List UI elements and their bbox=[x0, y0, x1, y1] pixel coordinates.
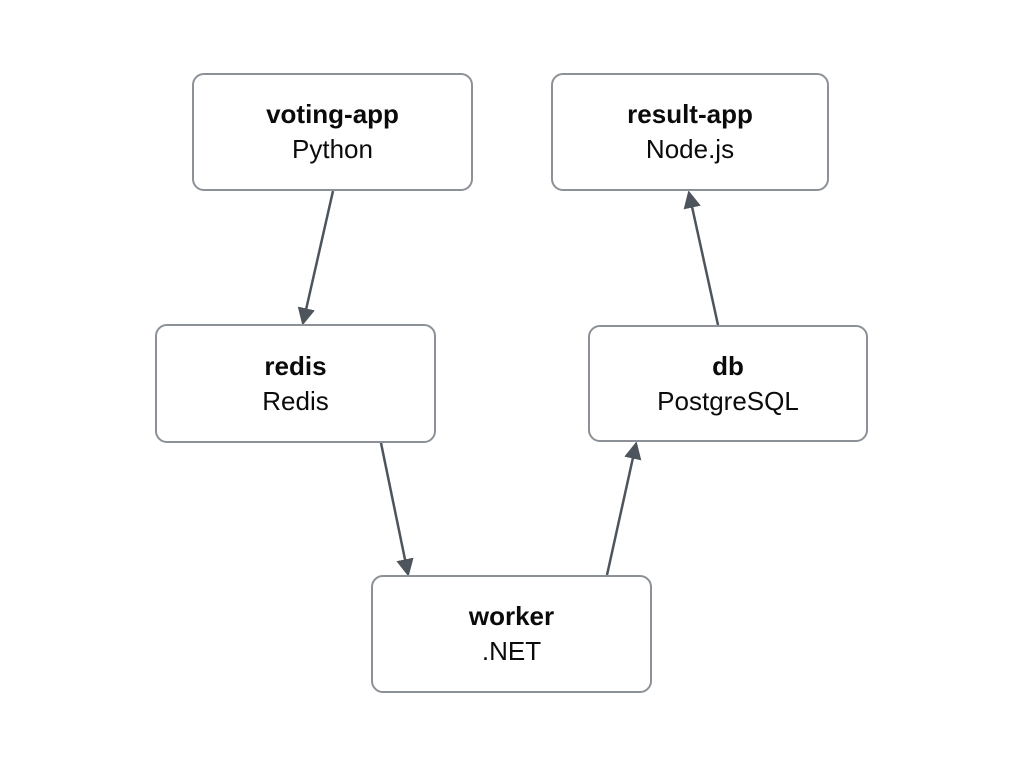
node-worker-subtitle: .NET bbox=[481, 636, 542, 666]
node-redis-subtitle: Redis bbox=[262, 385, 329, 416]
node-result-app: result-app Node.js bbox=[551, 73, 829, 191]
node-worker-title: worker bbox=[468, 601, 555, 631]
node-result-app-subtitle: Node.js bbox=[645, 134, 735, 164]
node-db: db PostgreSQL bbox=[588, 325, 868, 442]
node-voting-app: voting-app Python bbox=[192, 73, 473, 191]
edge-db-to-result-app bbox=[683, 190, 720, 326]
node-voting-app-title: voting-app bbox=[266, 99, 399, 129]
node-redis-title: redis bbox=[264, 350, 327, 381]
edge-redis-to-worker bbox=[379, 442, 414, 577]
node-db-title: db bbox=[712, 350, 744, 381]
node-db-subtitle: PostgreSQL bbox=[657, 385, 799, 416]
edge-worker-to-db bbox=[605, 441, 642, 576]
node-result-app-title: result-app bbox=[627, 99, 753, 129]
node-voting-app-subtitle: Python bbox=[292, 134, 373, 164]
node-worker: worker .NET bbox=[371, 575, 652, 693]
node-redis: redis Redis bbox=[155, 324, 436, 443]
edge-voting-app-to-redis bbox=[297, 190, 335, 326]
